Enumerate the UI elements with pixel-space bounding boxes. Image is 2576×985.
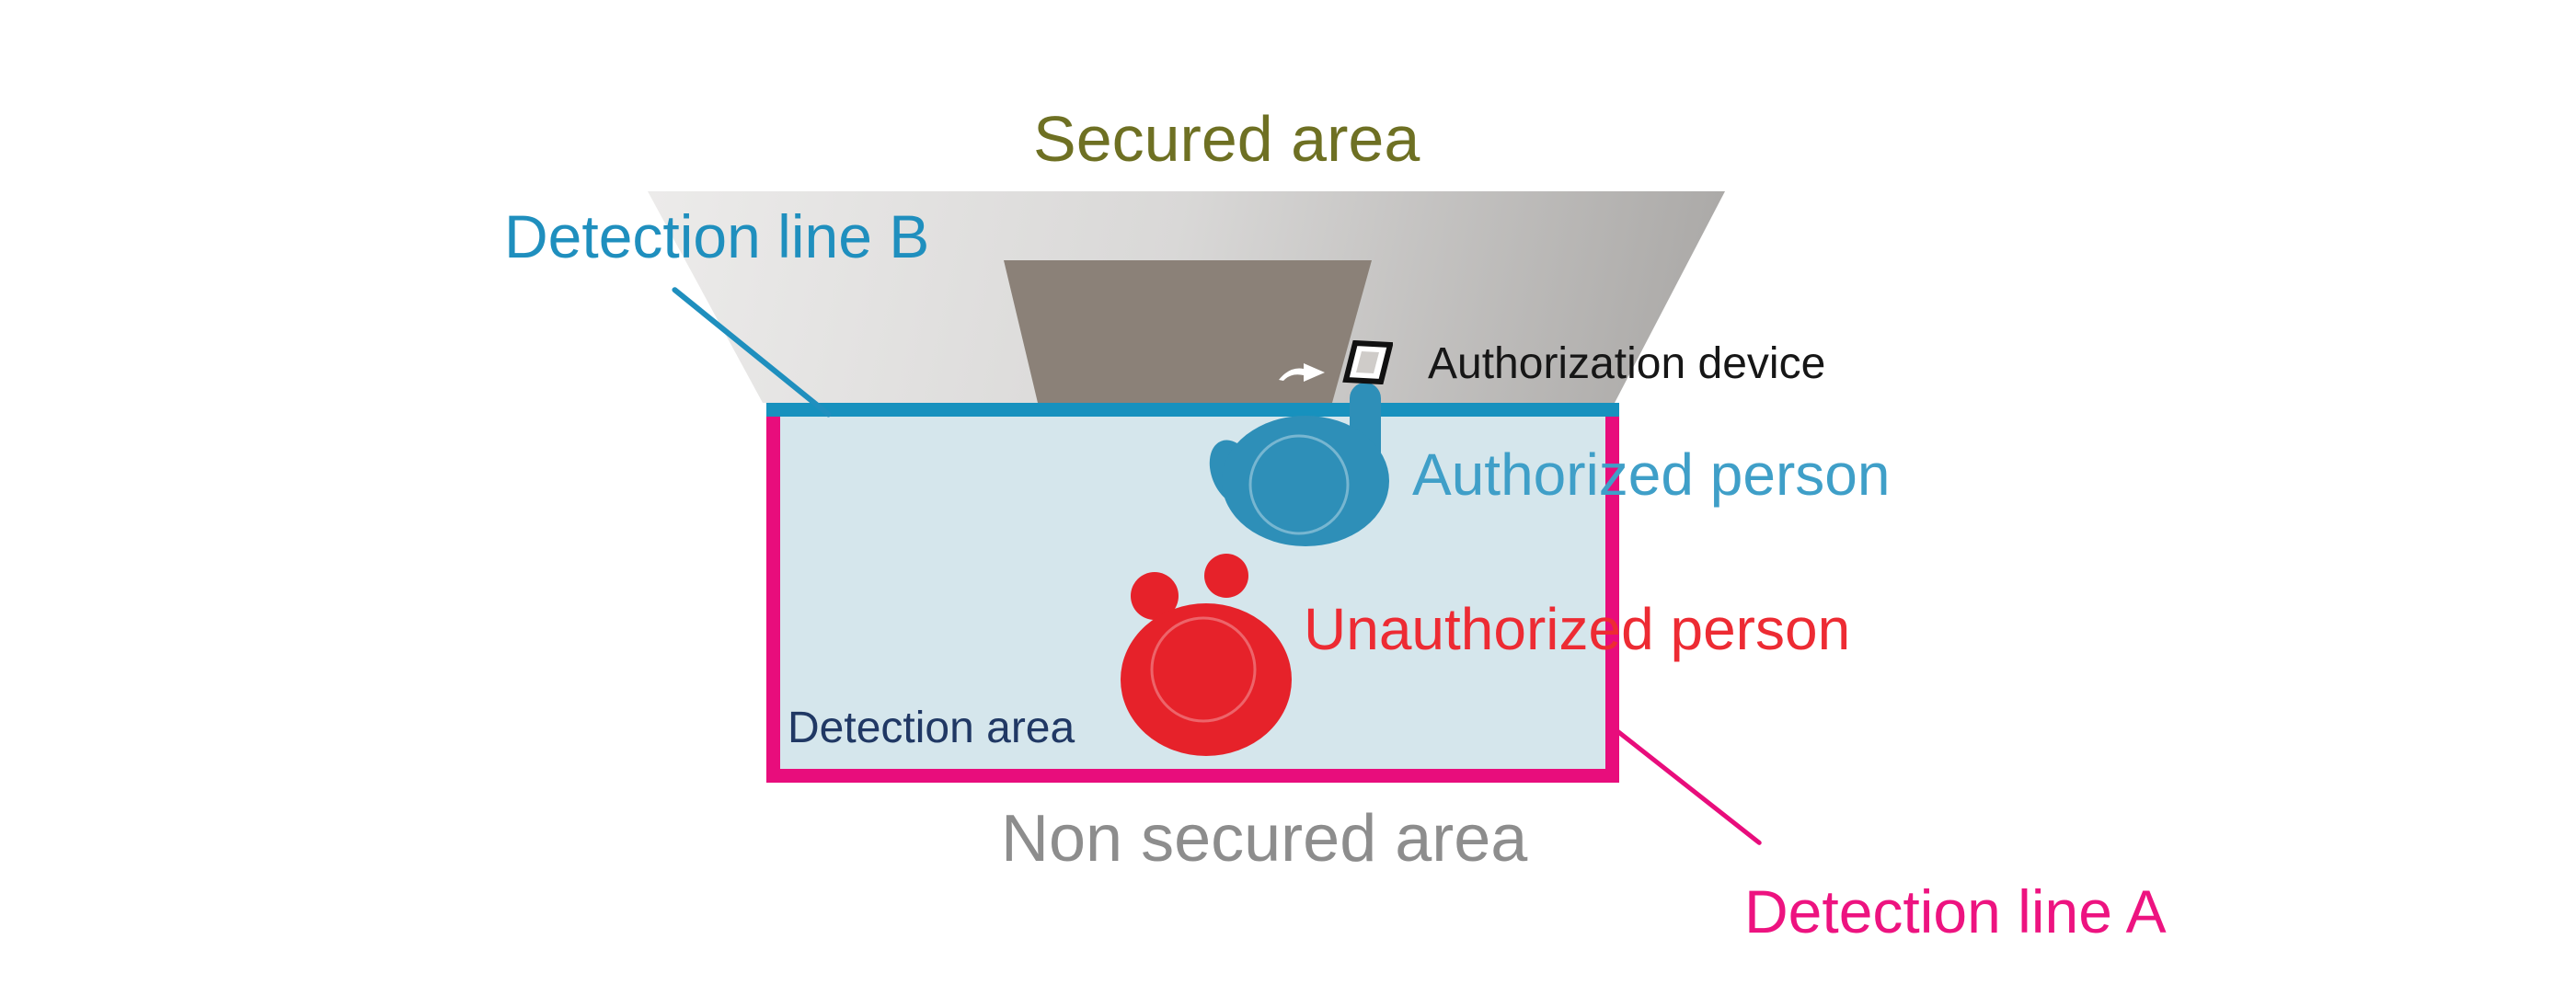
- authorization-device-icon: [1342, 340, 1393, 384]
- detection-line-b-bar: [766, 403, 1619, 417]
- doorway-shape: [1004, 260, 1372, 403]
- detection-line-b-label: Detection line B: [504, 202, 930, 270]
- detection-line-a-leader: [1613, 727, 1763, 846]
- entry-arrow-icon: [1279, 363, 1325, 382]
- detection-area-label: Detection area: [788, 704, 1075, 752]
- non-secured-area-label: Non secured area: [1001, 802, 1528, 876]
- detection-line-a-label: Detection line A: [1744, 877, 2167, 945]
- unauthorized-person-label: Unauthorized person: [1304, 596, 1851, 662]
- secured-area-label: Secured area: [1033, 103, 1420, 175]
- authorized-person-label: Authorized person: [1412, 441, 1891, 508]
- authorization-device-label: Authorization device: [1428, 339, 1826, 388]
- authorized-person-icon: [1209, 383, 1389, 546]
- unauthorized-person-icon: [1121, 554, 1292, 756]
